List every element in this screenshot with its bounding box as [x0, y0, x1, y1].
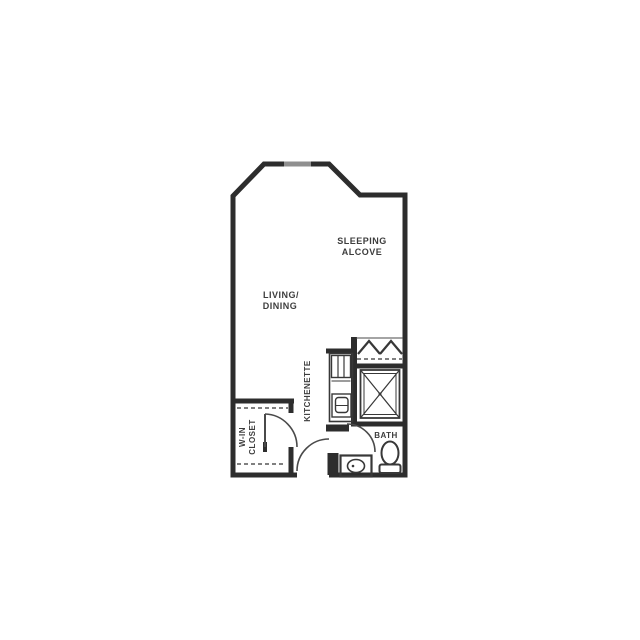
sleeping-alcove-label: SLEEPING	[337, 236, 387, 246]
walk-in-closet-label: W-IN	[238, 427, 247, 447]
living-dining-label: DINING	[263, 301, 298, 311]
living-dining-label: LIVING/	[263, 290, 299, 300]
shower	[359, 369, 401, 419]
bath-door-arc	[346, 423, 376, 453]
sleeping-alcove-label: ALCOVE	[342, 247, 383, 257]
closet-door-arc	[264, 413, 298, 448]
toilet-icon	[378, 440, 402, 474]
shower-drain-icon	[378, 392, 382, 396]
bath-fixtures	[339, 440, 402, 478]
doors	[296, 423, 376, 472]
kitchenette-appliance-icon	[330, 354, 352, 382]
vanity-sink-icon	[339, 454, 373, 478]
interior-walls	[233, 337, 403, 475]
kitchenette-label: KITCHENETTE	[303, 360, 312, 422]
bifold-doors-icon	[357, 339, 403, 355]
kitchenette-counter	[328, 352, 354, 423]
bath-label: BATH	[374, 431, 398, 440]
kitchenette-sink-icon	[331, 393, 352, 418]
walk-in-closet	[237, 407, 298, 465]
entry-door-arc	[296, 438, 330, 472]
room-labels: SLEEPING ALCOVE LIVING/ DINING KITCHENET…	[238, 236, 398, 455]
walk-in-closet-label: CLOSET	[248, 419, 257, 454]
exterior-walls	[230, 161, 408, 478]
bifold-closet	[356, 337, 403, 360]
